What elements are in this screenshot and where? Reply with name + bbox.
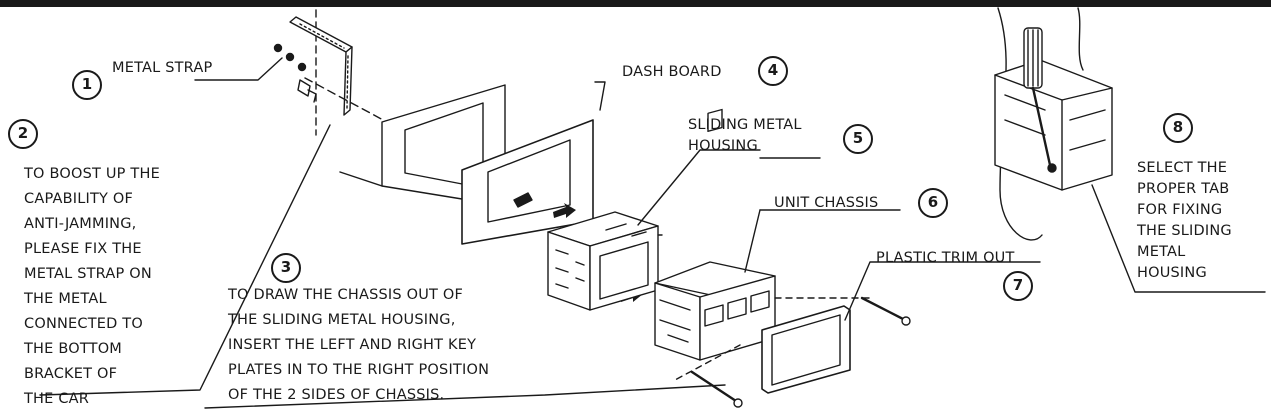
- step-8-line: HOUSING: [1137, 265, 1207, 281]
- step-2-line: CONNECTED TO: [24, 316, 143, 332]
- step-3-line: OF THE 2 SIDES OF CHASSIS.: [228, 387, 445, 403]
- step-3-line: TO DRAW THE CHASSIS OUT OF: [228, 287, 464, 303]
- step-1-number: 1: [72, 70, 102, 100]
- step-1-label: METAL STRAP: [112, 60, 213, 76]
- step-2-label: TO BOOST UP THE CAPABILITY OF ANTI-JAMMI…: [24, 162, 160, 412]
- step-8-line: SELECT THE: [1137, 160, 1228, 176]
- step-5-line: HOUSING: [688, 138, 758, 154]
- leader-lines: [39, 57, 1266, 409]
- step-8-line: FOR FIXING: [1137, 202, 1223, 218]
- step-7-label: PLASTIC TRIM OUT: [876, 250, 1015, 266]
- screws-drawing: [674, 296, 911, 408]
- step-6-label: UNIT CHASSIS: [774, 195, 879, 211]
- step-2-line: BRACKET OF: [24, 366, 118, 382]
- step-3-line: INSERT THE LEFT AND RIGHT KEY: [228, 337, 477, 353]
- step-8-number: 8: [1163, 113, 1193, 143]
- top-bar: [0, 0, 1271, 7]
- step-5-label: SLIDING METAL HOUSING: [688, 115, 802, 157]
- step-2-line: THE BOTTOM: [24, 341, 123, 357]
- step-4-label: DASH BOARD: [622, 64, 722, 80]
- step-3-line: PLATES IN TO THE RIGHT POSITION: [228, 362, 490, 378]
- screwdriver-detail-drawing: [994, 7, 1113, 241]
- step-8-label: SELECT THE PROPER TAB FOR FIXING THE SLI…: [1137, 158, 1232, 284]
- step-3-number: 3: [271, 253, 301, 283]
- step-7-number: 7: [1003, 271, 1033, 301]
- step-2-line: THE CAR: [24, 391, 90, 407]
- unit-chassis-drawing: [654, 108, 776, 361]
- step-3-line: THE SLIDING METAL HOUSING,: [228, 312, 456, 328]
- step-2-line: METAL STRAP ON: [24, 266, 152, 282]
- step-8-line: THE SLIDING: [1137, 223, 1232, 239]
- step-5-number: 5: [843, 124, 873, 154]
- step-8-line: METAL: [1137, 244, 1186, 260]
- step-2-line: TO BOOST UP THE: [24, 166, 160, 182]
- metal-strap-drawing: [273, 9, 353, 136]
- step-8-line: PROPER TAB: [1137, 181, 1230, 197]
- step-2-line: ANTI-JAMMING,: [24, 216, 137, 232]
- sliding-housing-drawing: [547, 211, 663, 311]
- step-4-number: 4: [758, 56, 788, 86]
- insert-arrow-1: [553, 203, 576, 218]
- plastic-trim-drawing: [761, 305, 851, 394]
- step-2-number: 2: [8, 119, 38, 149]
- step-3-label: TO DRAW THE CHASSIS OUT OF THE SLIDING M…: [228, 283, 489, 408]
- step-2-line: PLEASE FIX THE: [24, 241, 142, 257]
- step-5-line: SLIDING METAL: [688, 117, 802, 133]
- step-6-number: 6: [918, 188, 948, 218]
- step-2-line: CAPABILITY OF: [24, 191, 134, 207]
- step-2-line: THE METAL: [24, 291, 107, 307]
